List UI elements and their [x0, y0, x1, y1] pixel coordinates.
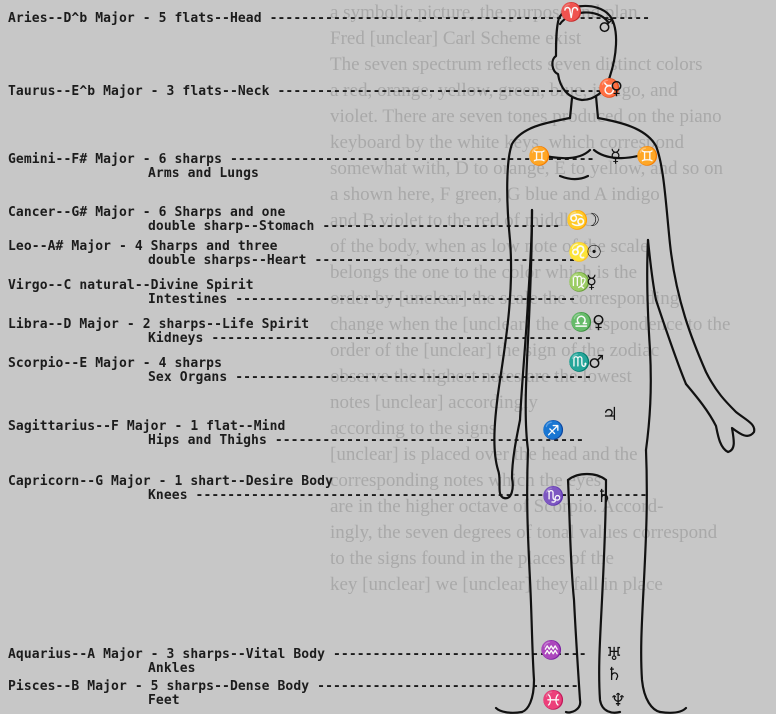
sagittarius-symbol-icon: ♐ [542, 419, 564, 441]
gemini-symbol-right-icon: ♊ [636, 145, 658, 167]
aquarius-symbol-icon: ♒ [540, 639, 562, 661]
gemini-symbol-icon: ♊ [528, 145, 550, 167]
aries-symbol-icon: ♈ [560, 1, 582, 23]
mercury-symbol-icon: ☿ [610, 146, 621, 167]
human-figure-illustration: ♈ ♂ ♉ ♀ ♊ ☿ ♊ ♋ ☽ ♌ ☉ ♍ ☿ ♎ ♀ ♏ ♂ ♐ ♃ ♑ … [470, 0, 776, 714]
sun-symbol-icon: ☉ [586, 242, 602, 263]
capricorn-symbol-icon: ♑ [542, 485, 564, 507]
jupiter-symbol-icon: ♃ [602, 404, 618, 425]
libra-symbol-icon: ♎ [570, 311, 592, 333]
mars-symbol-scorpio-icon: ♂ [588, 352, 604, 373]
mercury-symbol-virgo-icon: ☿ [586, 272, 597, 293]
venus-symbol-icon: ♀ [610, 78, 623, 99]
pisces-symbol-icon: ♓ [542, 689, 564, 711]
mars-symbol-icon: ♂ [598, 16, 614, 37]
venus-symbol-libra-icon: ♀ [592, 312, 605, 333]
saturn-symbol-aquarius-icon: ♄ [606, 664, 622, 685]
moon-symbol-icon: ☽ [584, 210, 600, 231]
uranus-symbol-icon: ♅ [606, 644, 622, 665]
neptune-symbol-icon: ♆ [610, 690, 626, 711]
saturn-symbol-icon: ♄ [596, 486, 612, 507]
